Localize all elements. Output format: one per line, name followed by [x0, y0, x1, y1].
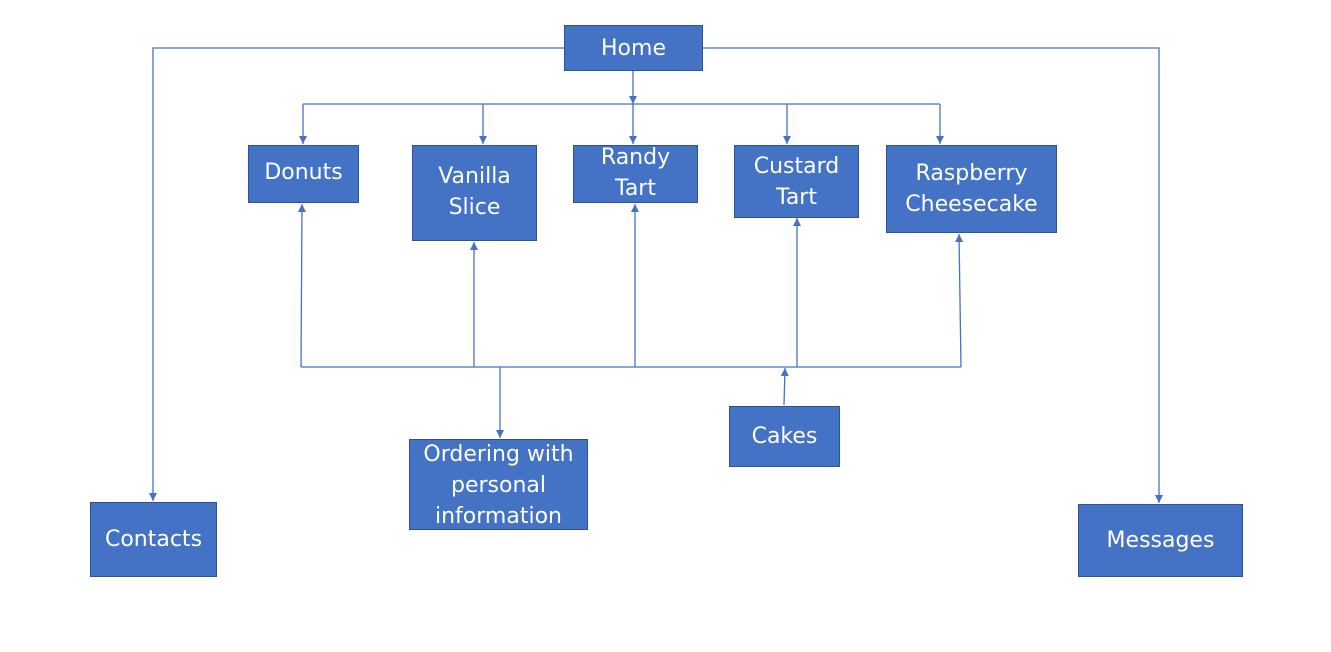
randy-tart-node[interactable]: Randy Tart	[573, 145, 698, 203]
connector-home-messages	[703, 47, 1163, 503]
ordering-label: Ordering with personal information	[423, 442, 574, 529]
connector-bus-up-donuts	[297, 203, 306, 368]
connector-home-contacts	[149, 47, 564, 501]
connector-bus-up-raspberry-cheesecake	[955, 233, 964, 368]
cakes-label: Cakes	[751, 424, 818, 449]
contacts-node[interactable]: Contacts	[90, 502, 217, 577]
connector-cakes-bus	[780, 367, 789, 406]
custard-tart-label: Custard Tart	[753, 153, 840, 210]
contacts-label: Contacts	[104, 527, 203, 552]
donuts-node[interactable]: Donuts	[248, 145, 359, 203]
ordering-node[interactable]: Ordering with personal information	[409, 439, 588, 530]
vanilla-slice-node[interactable]: Vanilla Slice	[412, 145, 537, 241]
home-node[interactable]: Home	[564, 25, 703, 71]
custard-tart-node[interactable]: Custard Tart	[734, 145, 859, 218]
cakes-node[interactable]: Cakes	[729, 406, 840, 467]
home-label: Home	[601, 35, 666, 61]
raspberry-cheesecake-label: Raspberry Cheesecake	[905, 161, 1038, 217]
randy-tart-label: Randy Tart	[600, 144, 671, 201]
raspberry-cheesecake-node[interactable]: Raspberry Cheesecake	[886, 145, 1057, 233]
vanilla-slice-label: Vanilla Slice	[438, 164, 511, 220]
messages-label: Messages	[1106, 528, 1215, 553]
messages-node[interactable]: Messages	[1078, 504, 1243, 577]
donuts-label: Donuts	[264, 159, 343, 185]
